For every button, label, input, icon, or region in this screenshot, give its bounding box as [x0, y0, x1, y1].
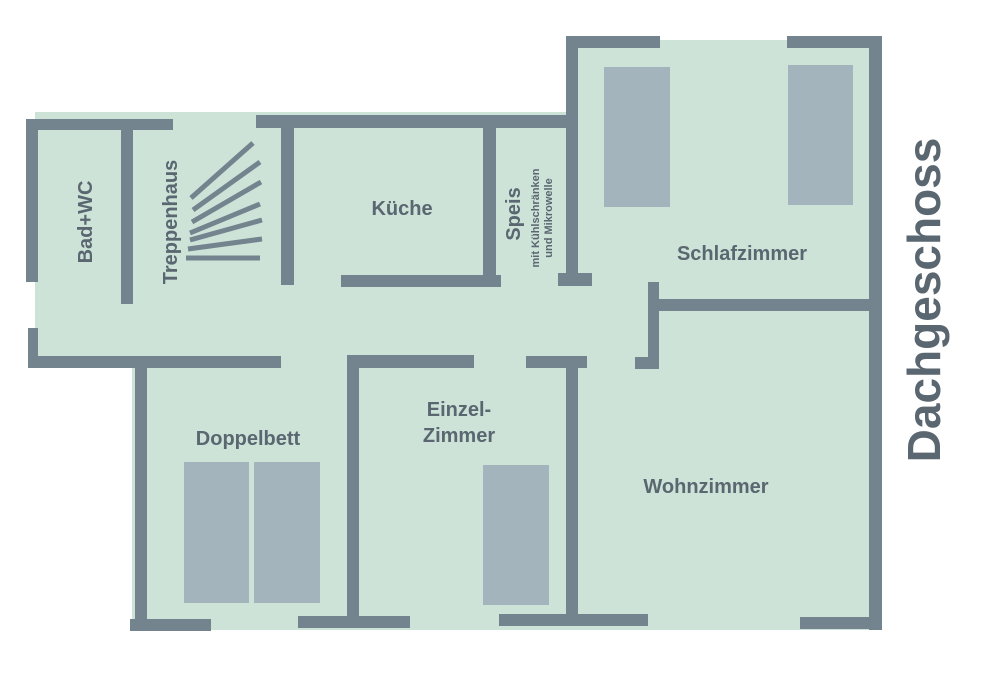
bed [483, 465, 549, 605]
wall [130, 619, 211, 631]
wall [26, 119, 173, 130]
wall [347, 355, 359, 617]
room-note-speis-1: mit Kühlschränken [530, 168, 542, 267]
wall [800, 617, 882, 629]
room-label-wohnzimmer: Wohnzimmer [643, 476, 768, 498]
room-label-einzel-2: Zimmer [423, 425, 495, 447]
room-label-kueche: Küche [371, 198, 432, 220]
room-note-speis-2: und Mikrowelle [543, 178, 555, 257]
wall [869, 36, 882, 630]
wall [28, 328, 38, 368]
wall [635, 357, 659, 369]
room-label-schlafzimmer: Schlafzimmer [677, 243, 807, 265]
room-label-doppelbett: Doppelbett [196, 428, 301, 450]
wall [648, 299, 876, 311]
bed [604, 67, 670, 207]
bed [184, 462, 249, 603]
wall [558, 273, 592, 286]
wall [28, 356, 281, 368]
wall [347, 355, 474, 368]
room-label-speis: Speis [503, 187, 525, 240]
wall [121, 125, 133, 304]
bed [254, 462, 320, 603]
wall [566, 36, 660, 48]
wall [135, 358, 147, 630]
wall [787, 36, 882, 48]
wall [26, 119, 38, 282]
wall [566, 356, 578, 618]
room-label-treppenhaus: Treppenhaus [160, 160, 182, 284]
wall [281, 122, 294, 285]
wall [648, 282, 659, 369]
staircase-icon [186, 141, 263, 261]
wall [298, 616, 410, 628]
wall [256, 115, 576, 128]
wall [566, 36, 578, 280]
walls [26, 36, 882, 631]
floor-title: Dachgeschoss [898, 138, 950, 463]
wall [483, 122, 496, 279]
bed [788, 65, 853, 205]
wall [341, 275, 501, 287]
room-label-einzel-1: Einzel- [427, 399, 491, 421]
wall [499, 614, 648, 626]
room-label-bad: Bad+WC [75, 181, 97, 264]
